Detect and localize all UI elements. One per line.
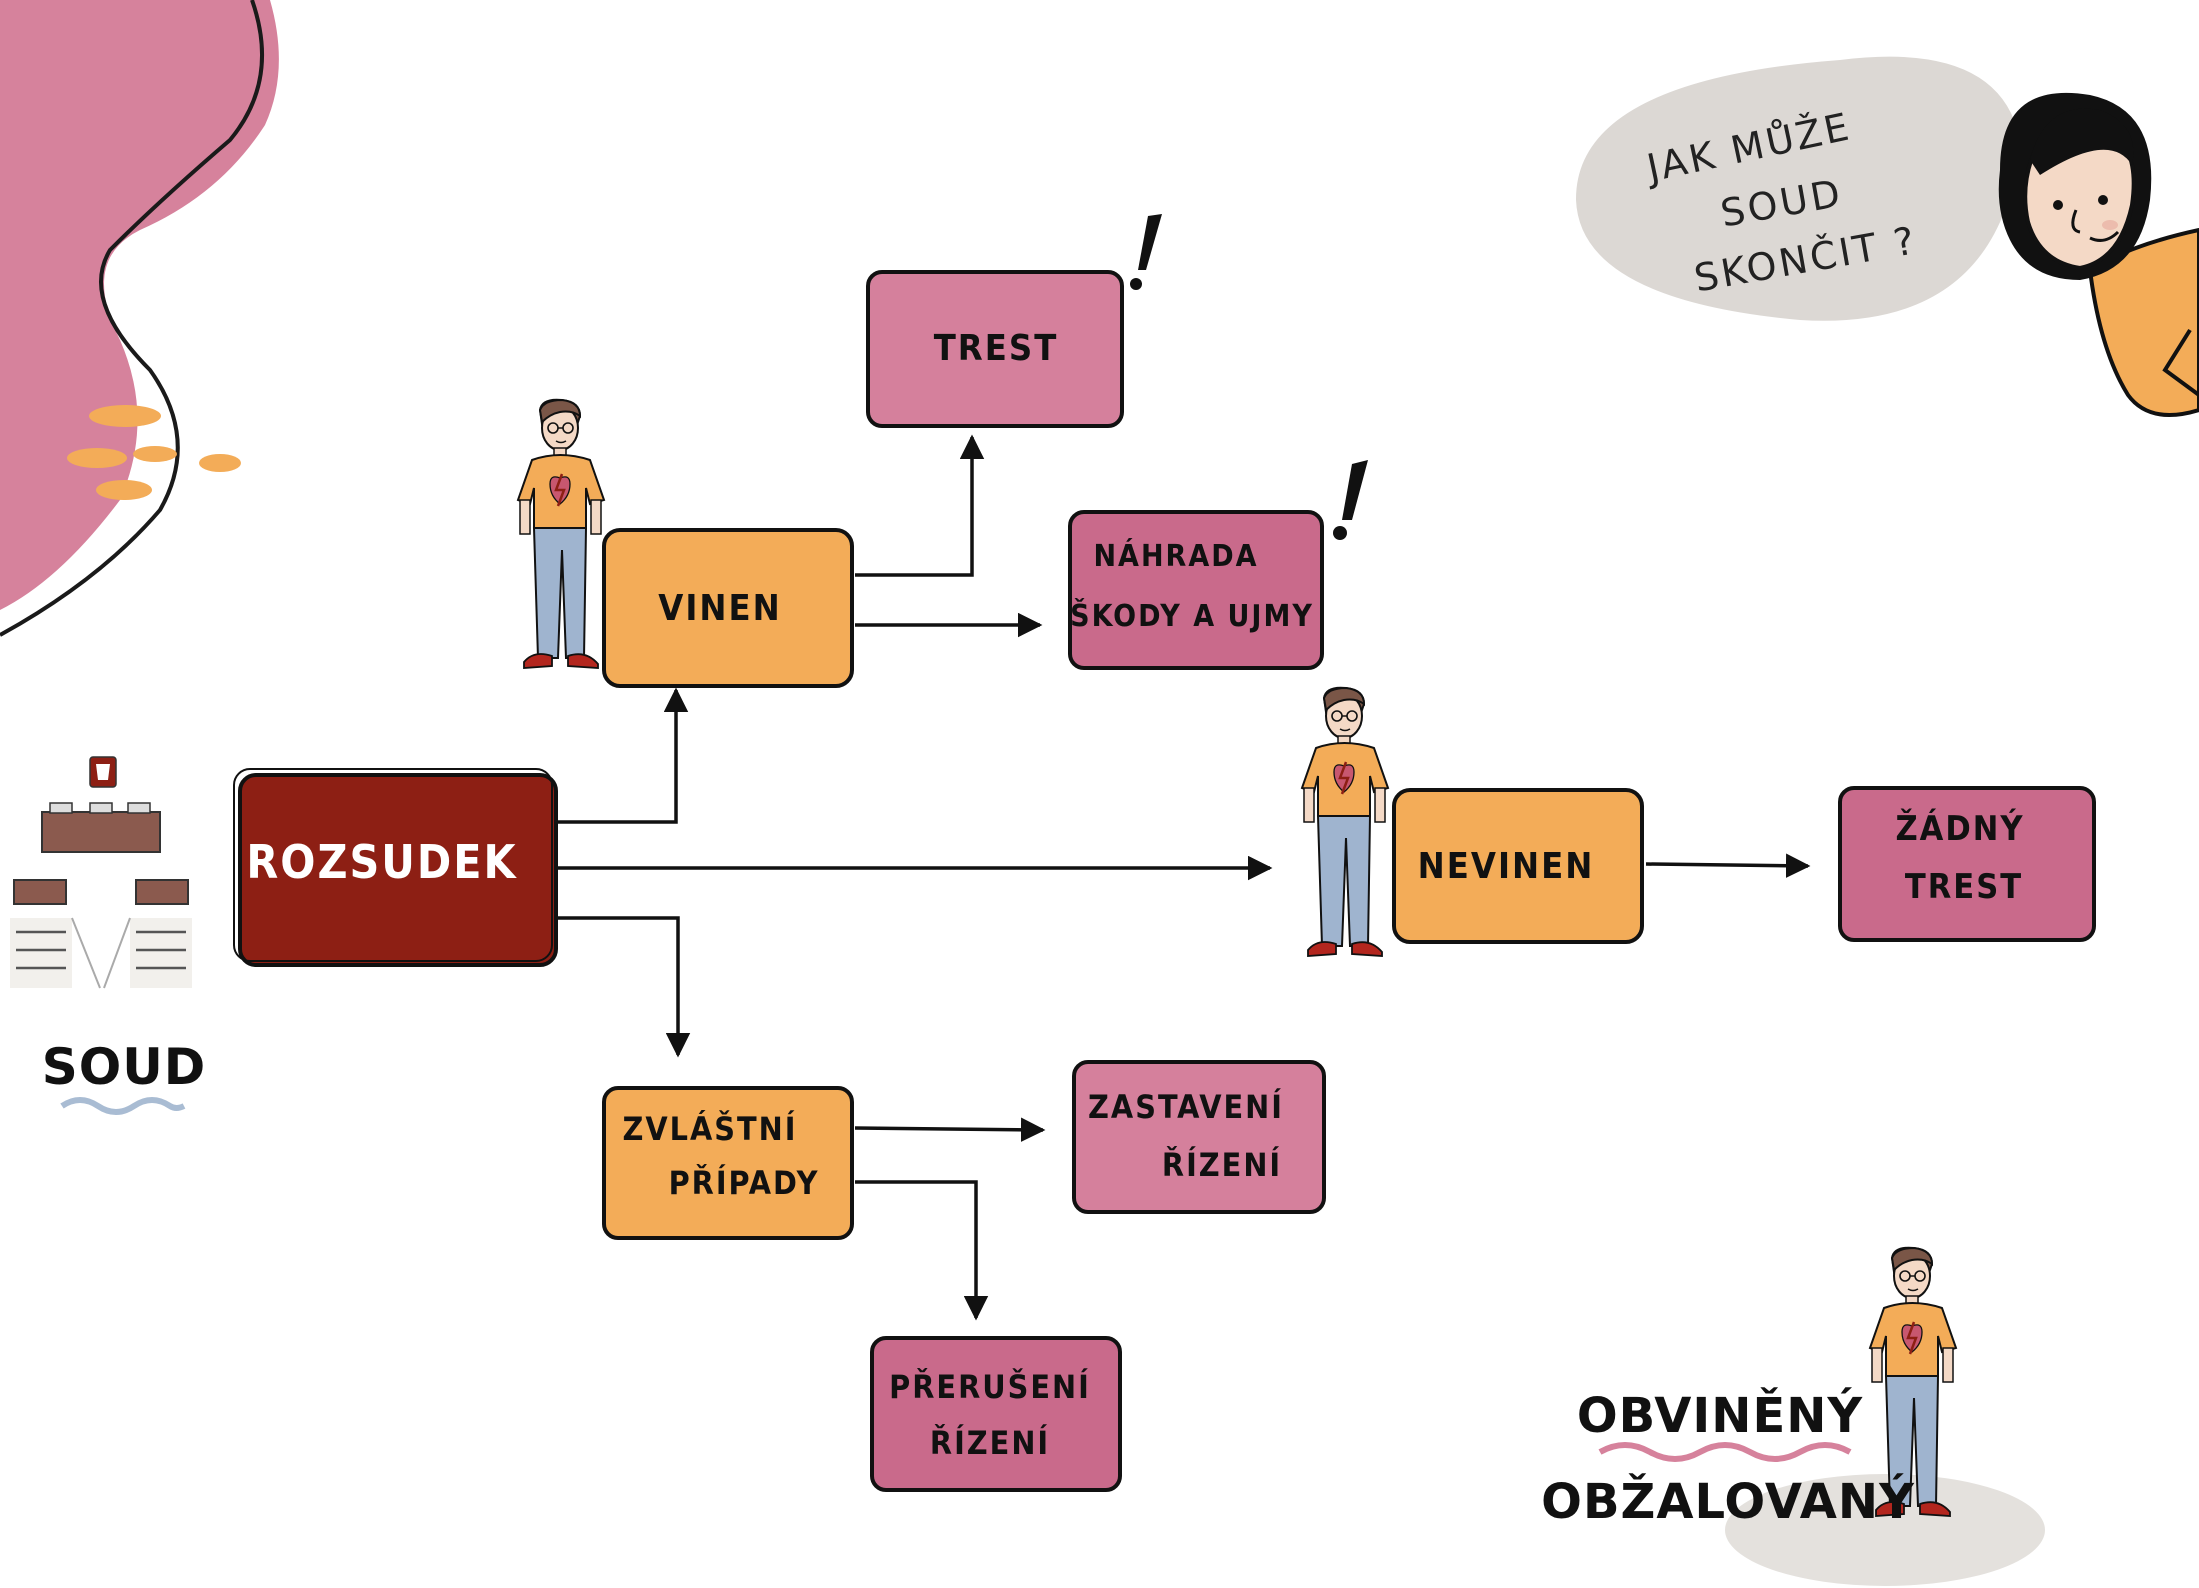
svg-text:VINEN: VINEN [658, 588, 781, 629]
svg-text:ŘÍZENÍ: ŘÍZENÍ [930, 1424, 1050, 1462]
accused-person-icon [1300, 686, 1390, 958]
court-label: SOUD [42, 1038, 207, 1115]
node-rozsudek: ROZSUDEK [233, 768, 558, 967]
node-zastaveni-rizeni: ZASTAVENÍ ŘÍZENÍ [1072, 1060, 1326, 1214]
exclamation-icon [1333, 460, 1368, 540]
svg-text:NEVINEN: NEVINEN [1418, 846, 1595, 887]
node-zvlastni-pripady: ZVLÁŠTNÍ PŘÍPADY [602, 1086, 854, 1240]
svg-text:SOUD: SOUD [42, 1038, 207, 1096]
courtroom-icon [10, 756, 192, 989]
accused-label-underline [1598, 1442, 1852, 1462]
svg-text:ZASTAVENÍ: ZASTAVENÍ [1088, 1088, 1284, 1126]
exclamation-icon [1130, 214, 1162, 290]
arrow-zvlastni-to-zastaveni [854, 1117, 1046, 1143]
svg-text:OBŽALOVANÝ: OBŽALOVANÝ [1541, 1473, 1915, 1530]
node-zadny-trest: ŽÁDNÝ TREST [1838, 786, 2096, 942]
svg-text:OBVINĚNÝ: OBVINĚNÝ [1577, 1387, 1864, 1444]
node-trest: TREST [866, 270, 1124, 428]
svg-text:TREST: TREST [934, 328, 1059, 369]
node-nahrada: NÁHRADA ŠKODY A UJMY [1068, 510, 1324, 670]
arrow-rozsudek-to-zvlastni [556, 916, 691, 1058]
svg-text:PŘÍPADY: PŘÍPADY [669, 1164, 820, 1202]
node-preruseni-rizeni: PŘERUŠENÍ ŘÍZENÍ [870, 1336, 1122, 1492]
svg-text:NÁHRADA: NÁHRADA [1093, 538, 1258, 574]
narrator-woman-icon [1998, 92, 2199, 417]
svg-text:ŘÍZENÍ: ŘÍZENÍ [1162, 1146, 1282, 1184]
speech-bubble: JAK MŮŽE SOUD SKONČIT ? [1575, 56, 2075, 321]
svg-text:ROZSUDEK: ROZSUDEK [246, 835, 517, 889]
svg-text:ŽÁDNÝ: ŽÁDNÝ [1896, 808, 2025, 849]
arrow-rozsudek-to-vinen [556, 687, 689, 824]
accused-label: OBVINĚNÝ OBŽALOVANÝ [1541, 1387, 1915, 1530]
node-nevinen: NEVINEN [1392, 788, 1644, 944]
svg-text:PŘERUŠENÍ: PŘERUŠENÍ [889, 1367, 1091, 1406]
legend-shadow [1725, 1474, 2045, 1586]
svg-text:TREST: TREST [1905, 867, 2023, 907]
arrow-vinen-to-trest [855, 434, 985, 577]
accused-person-icon [516, 398, 606, 670]
svg-text:ŠKODY A UJMY: ŠKODY A UJMY [1070, 597, 1314, 634]
svg-text:ZVLÁŠTNÍ: ZVLÁŠTNÍ [623, 1109, 798, 1148]
court-label-underline [60, 1097, 186, 1115]
node-vinen: VINEN [602, 528, 854, 688]
arrow-zvlastni-to-preruseni [855, 1180, 989, 1321]
arrow-nevinen-to-zadny [1645, 853, 1811, 878]
corner-blob-decoration [0, 0, 279, 637]
connectors [556, 434, 1811, 1321]
